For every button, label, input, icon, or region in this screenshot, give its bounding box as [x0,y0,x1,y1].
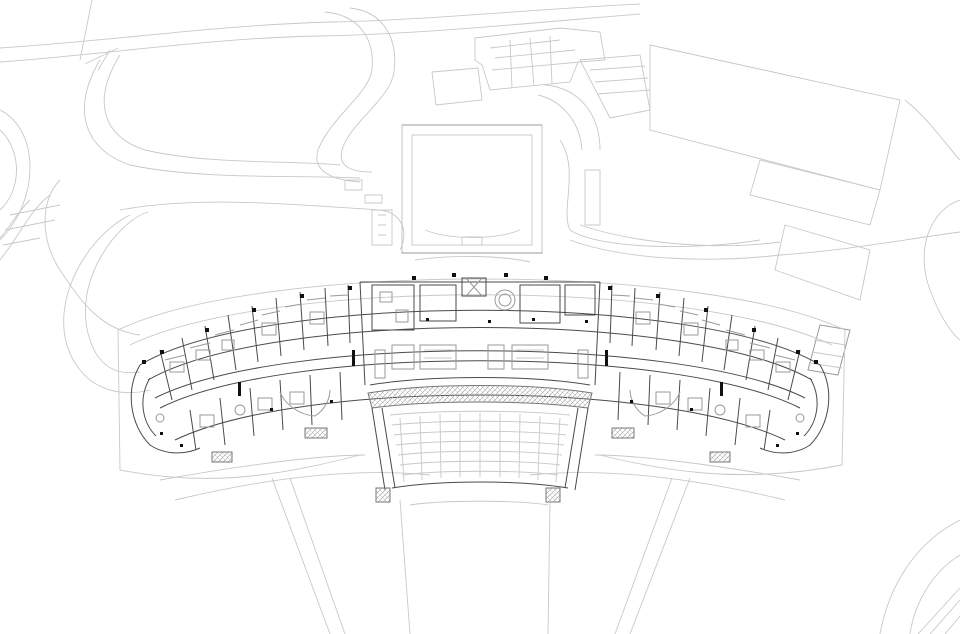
entrance-plaza [401,124,543,263]
building-outer-site [117,278,846,501]
left-wing-rooms [155,284,351,451]
structural-columns [142,273,818,447]
south-terrace [211,385,731,634]
right-wing-rooms [609,284,805,451]
central-lobby [359,277,601,386]
parking-areas [344,27,901,376]
